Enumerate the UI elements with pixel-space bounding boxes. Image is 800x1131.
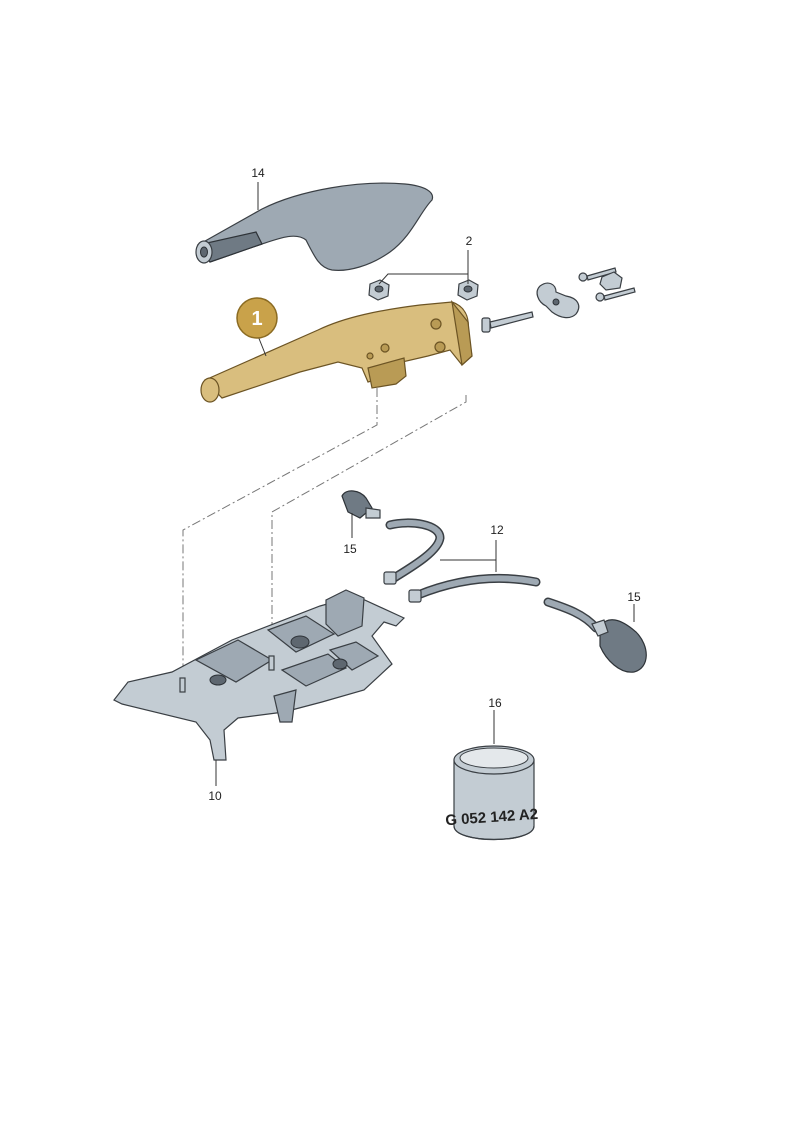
part-2-nut-right[interactable] [457,279,479,301]
part-12-brake-cables[interactable] [383,518,601,633]
pin-rod[interactable] [481,311,534,333]
callout-1-badge[interactable]: 1 [236,297,278,339]
part-16-grease-can[interactable] [453,745,535,840]
callout-1: 1 [251,308,262,330]
part-1-handbrake-lever[interactable] [200,299,473,403]
callout-15-lower: 15 [627,590,641,604]
part-15-cable-end-lower[interactable] [591,619,647,673]
callout-12: 12 [490,523,504,537]
grease-can-label: G 052 142 A2 [445,806,539,829]
callout-2: 2 [466,234,473,248]
alignment-lines [182,388,467,688]
part-14-grip-cover[interactable] [195,182,434,271]
retaining-clip[interactable] [536,282,580,319]
part-10-base-bracket[interactable] [113,589,406,761]
callout-16: 16 [488,696,502,710]
callout-15-upper: 15 [343,542,357,556]
small-fasteners[interactable] [578,267,636,302]
part-15-cable-end-upper[interactable] [341,490,381,519]
leader-lines [215,182,635,786]
callout-10: 10 [208,789,222,803]
part-2-nut-left[interactable] [368,279,390,301]
callout-14: 14 [251,166,265,180]
